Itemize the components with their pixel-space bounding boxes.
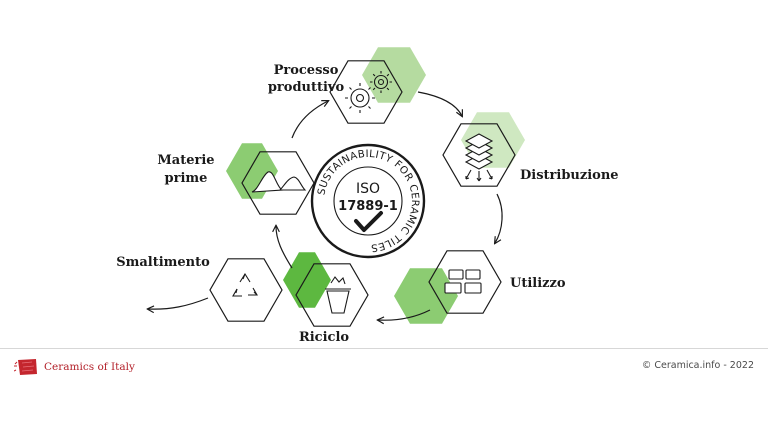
smaltimento-hexagon [209, 258, 283, 322]
processo-green-hex [362, 47, 426, 103]
arrow-processo-to-distribuzione [417, 91, 462, 116]
stage-label-materie-line2: prime [165, 171, 208, 186]
riciclo-green-hex [283, 252, 331, 308]
stage-label-processo-line2: produttivo [268, 80, 345, 95]
brand-mark-icon [13, 357, 40, 377]
gears-icon [345, 71, 392, 113]
materie-node [226, 143, 315, 215]
cycle-arrows [148, 91, 503, 320]
recycle-icon [232, 272, 258, 297]
processo-hexagon [329, 60, 403, 124]
tiles-icon [444, 269, 482, 294]
mountains-icon [251, 171, 307, 193]
distribuzione-hexagon [442, 123, 516, 187]
materie-hexagon [241, 151, 315, 215]
arrow-riciclo-to-materie [276, 226, 293, 269]
processo-node [329, 47, 426, 124]
layers-icon [464, 133, 494, 182]
stage-label-riciclo: Riciclo [299, 330, 349, 345]
distribuzione-node [442, 112, 525, 187]
seal-code: 17889-1 [338, 199, 398, 214]
recycle-bin-icon [325, 276, 351, 314]
stage-label-utilizzo: Utilizzo [510, 276, 566, 291]
utilizzo-green-hex [394, 268, 458, 324]
stage-label-distribuzione: Distribuzione [520, 168, 619, 183]
utilizzo-node [394, 250, 502, 324]
brand-logo[interactable]: Ceramics of Italy [13, 356, 135, 378]
stage-label-smaltimento: Smaltimento [116, 255, 210, 270]
smaltimento-node [209, 258, 283, 322]
arrow-distribuzione-to-utilizzo [495, 193, 503, 243]
brand-name: Ceramics of Italy [44, 361, 135, 373]
arrow-riciclo-to-smaltimento [148, 297, 209, 309]
copyright-credit: © Ceramica.info - 2022 [641, 360, 754, 371]
riciclo-hexagon [295, 263, 369, 327]
iso-seal: SUSTAINABILITY FOR CERAMIC TILES ISO 178… [310, 143, 426, 259]
stage-label-processo-line1: Processo [274, 63, 339, 78]
utilizzo-hexagon [428, 250, 502, 314]
seal-iso-label: ISO [356, 181, 380, 197]
checkmark-icon [354, 211, 383, 232]
footer-divider [0, 348, 768, 349]
arrow-utilizzo-to-riciclo [378, 309, 431, 320]
stage-label-materie-line1: Materie [157, 153, 214, 168]
arrow-materie-to-processo [291, 101, 328, 139]
riciclo-node [283, 252, 369, 327]
